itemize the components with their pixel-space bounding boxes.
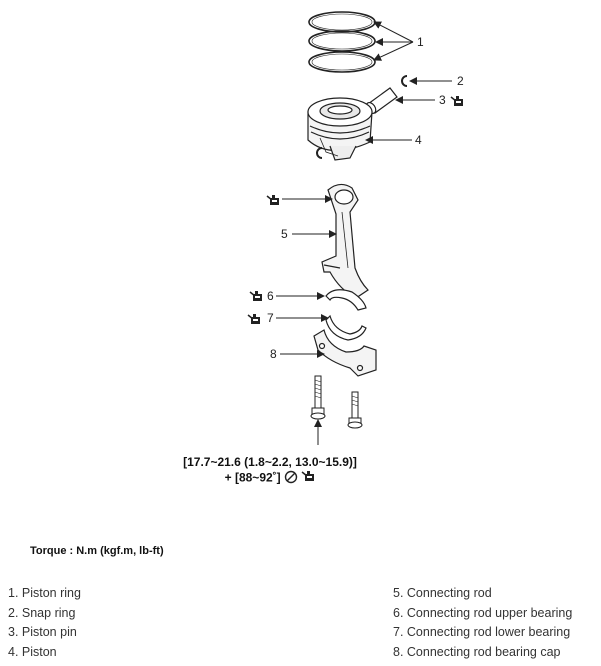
legend-item: 2. Snap ring <box>8 605 76 620</box>
cap-bolt-right <box>347 391 363 429</box>
torque-spec-line1: [17.7~21.6 (1.8~2.2, 13.0~15.9)] <box>183 455 357 469</box>
legend-item: 4. Piston <box>8 644 57 659</box>
do-not-reuse-icon <box>284 470 298 484</box>
callout-5: 5 <box>281 227 288 241</box>
legend-item: 7. Connecting rod lower bearing <box>393 625 571 639</box>
connecting-rod-lower-bearing <box>325 314 367 341</box>
legend-item: 6. Connecting rod upper bearing <box>393 605 573 620</box>
oil-can-icon <box>249 290 263 302</box>
oil-can-icon <box>266 194 280 206</box>
torque-angle: + [88~92˚] <box>224 470 281 485</box>
exploded-diagram: 1 2 3 4 5 6 7 8 <box>247 11 464 445</box>
callout-1: 1 <box>417 35 424 49</box>
cap-bolt-left <box>310 375 326 420</box>
connecting-rod-upper-bearing <box>325 289 367 311</box>
legend-right: 5. Connecting rod 6. Connecting rod uppe… <box>393 584 572 662</box>
oil-can-icon <box>450 95 464 107</box>
torque-units-label: Torque : N.m (kgf.m, lb-ft) <box>30 545 164 557</box>
piston-rings <box>308 11 376 73</box>
piston <box>307 97 373 161</box>
legend-item: 8. Connecting rod bearing cap <box>393 644 561 659</box>
callout-8: 8 <box>270 347 277 361</box>
callout-4: 4 <box>415 133 422 147</box>
callout-3: 3 <box>439 93 446 107</box>
oil-can-icon <box>301 471 315 481</box>
legend-item: 1. Piston ring <box>8 586 81 600</box>
callout-2: 2 <box>457 74 464 88</box>
torque-spec-line2: + [88~92˚] <box>150 470 390 487</box>
snap-ring <box>401 75 408 87</box>
callout-7: 7 <box>267 311 274 325</box>
legend-item: 3. Piston pin <box>8 625 77 639</box>
callout-6: 6 <box>267 289 274 303</box>
leader-lines <box>276 21 452 445</box>
connecting-rod <box>321 183 369 299</box>
oil-can-icon <box>247 313 261 325</box>
legend-left: 1. Piston ring 2. Snap ring 3. Piston pi… <box>8 584 81 662</box>
connecting-rod-bearing-cap <box>313 329 377 377</box>
legend-item: 5. Connecting rod <box>393 586 492 600</box>
snap-ring-lower <box>316 147 323 159</box>
